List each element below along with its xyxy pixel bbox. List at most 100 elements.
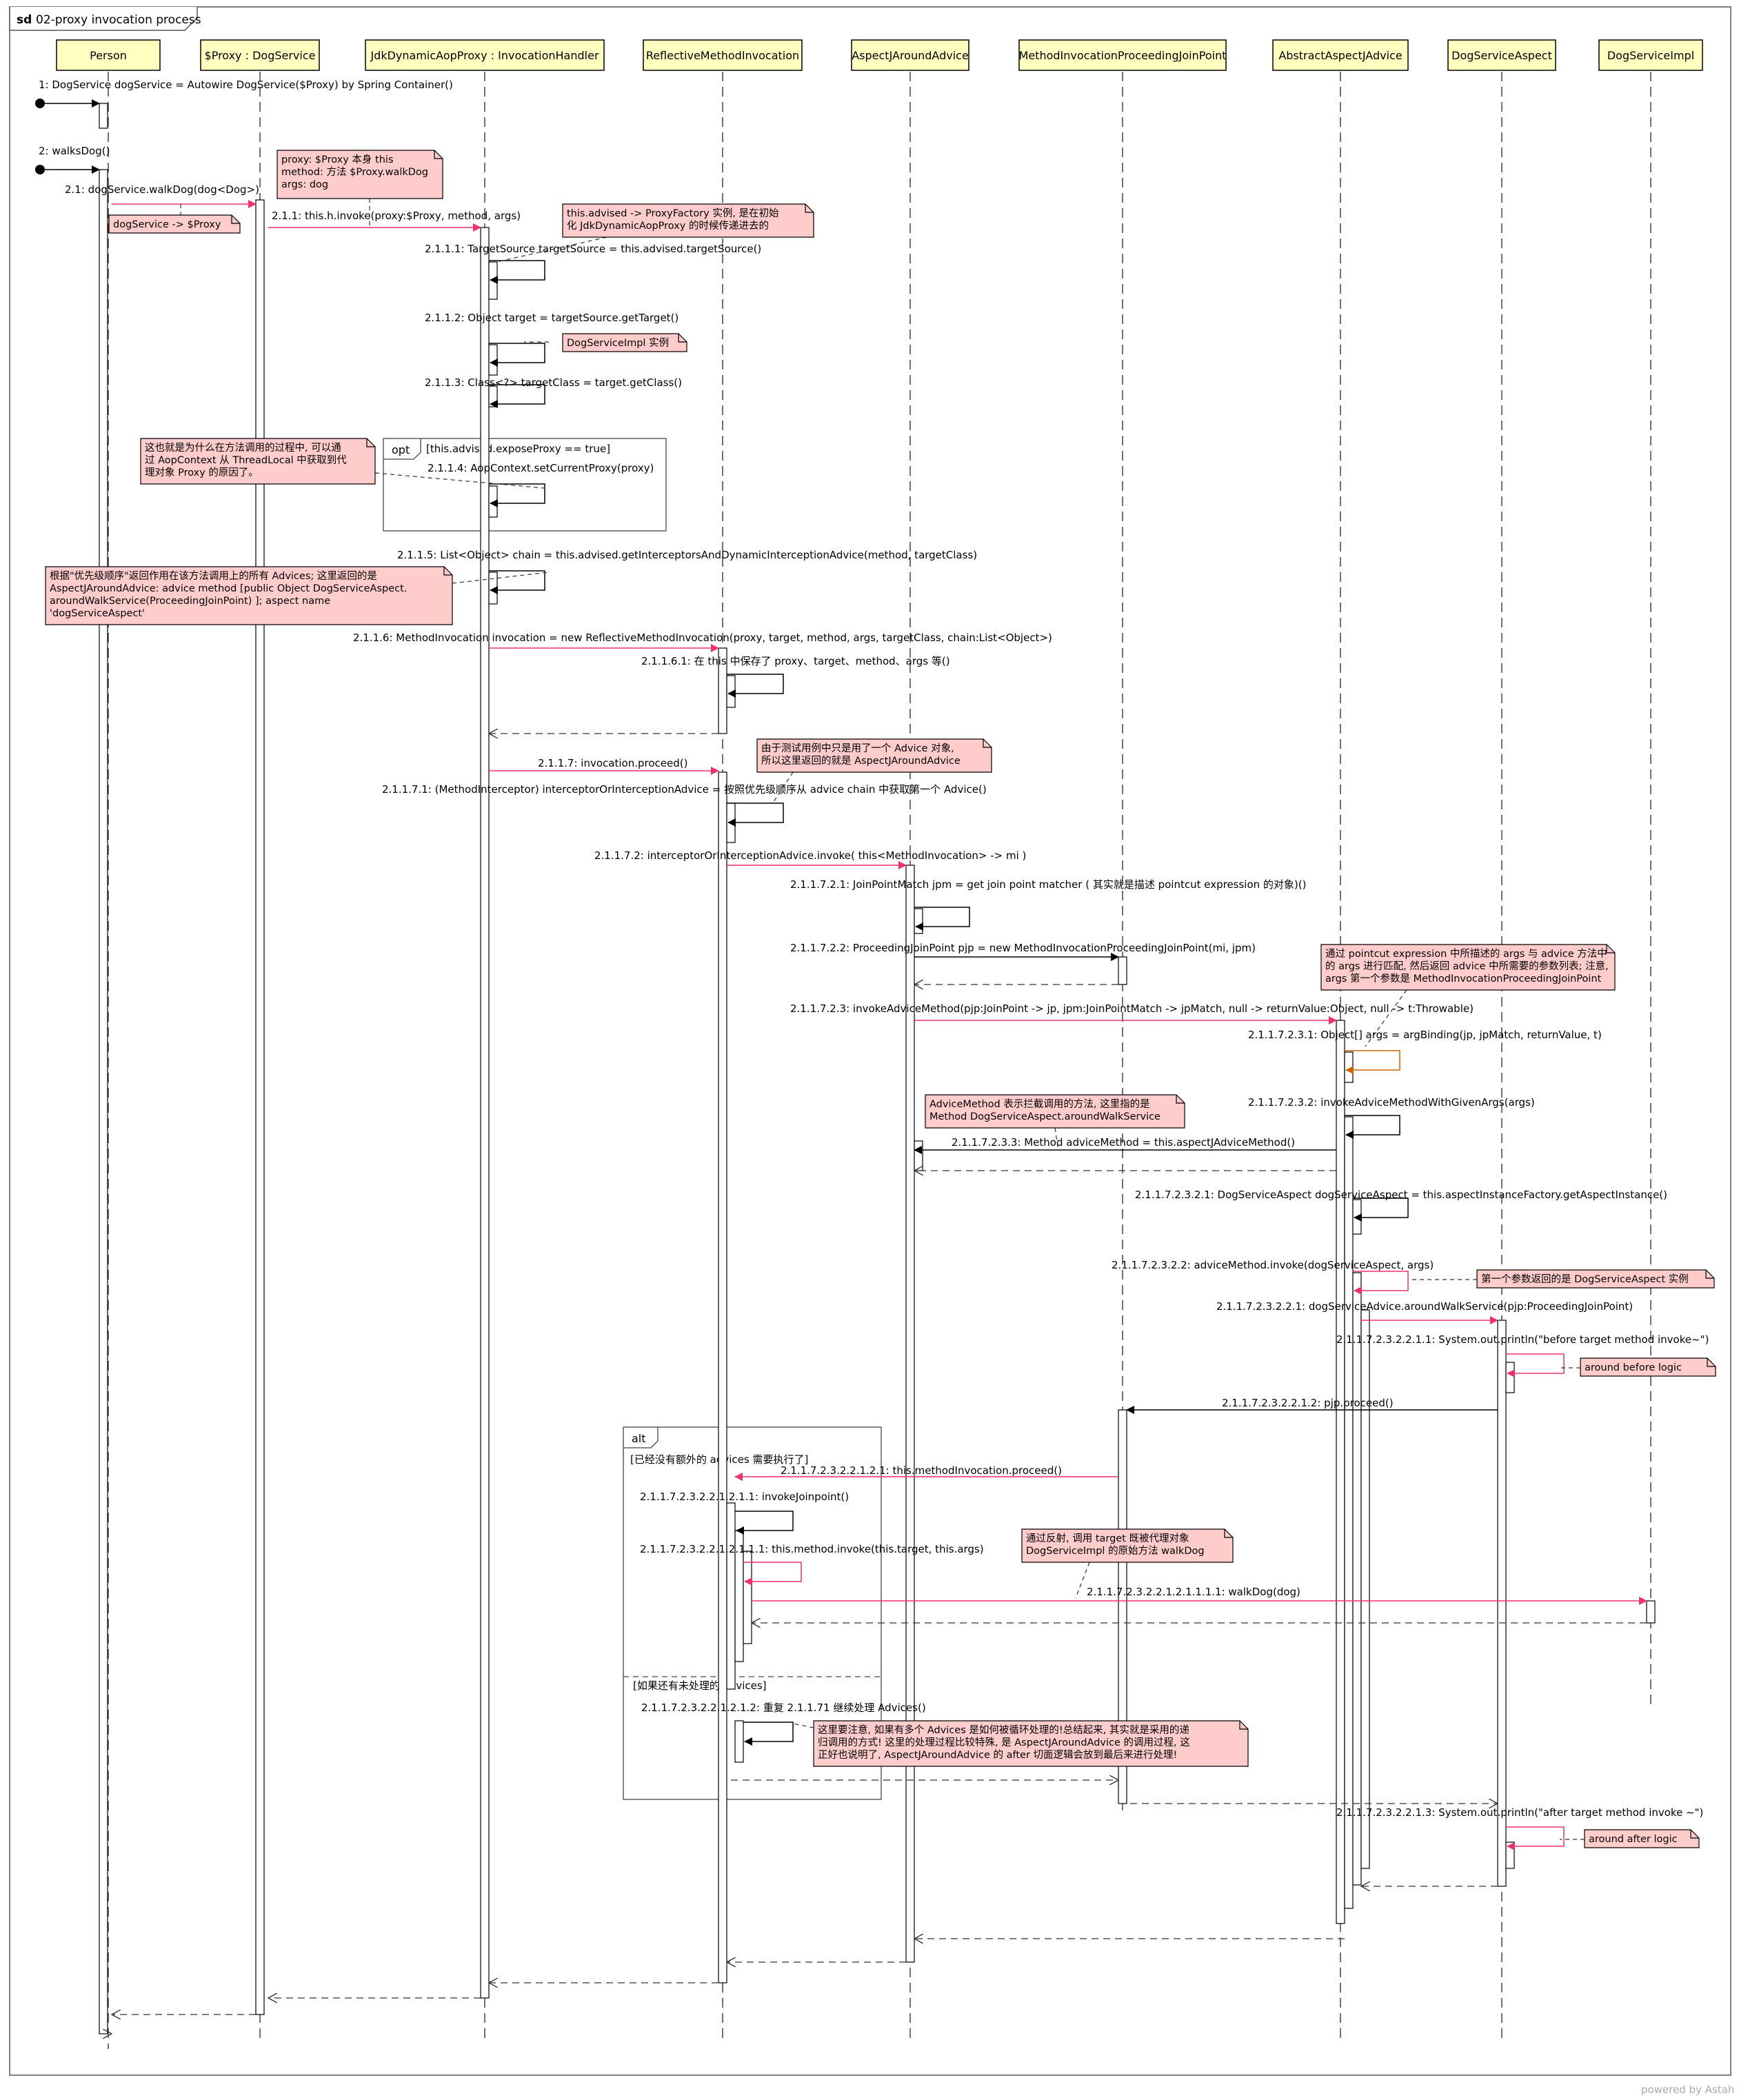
self-message-arrow (489, 570, 545, 594)
lifeline-head-7[interactable] (1272, 39, 1409, 71)
message-label: 2.1.1.7.1: (MethodInterceptor) intercept… (382, 783, 987, 796)
note-text: proxy: $Proxy 本身 this (281, 154, 394, 165)
message-label: 2: walksDog() (39, 145, 110, 157)
note-text: 通过 pointcut expression 中所描述的 args 与 advi… (1325, 948, 1607, 960)
note-text: AspectJAroundAdvice: advice method [publ… (50, 583, 407, 594)
note-fold (231, 215, 240, 224)
message-label: 2.1.1.7.2.3.2.2.1.2.1.1.1: this.method.i… (640, 1543, 984, 1555)
note-body (1476, 1269, 1715, 1289)
activation-bar (1646, 1600, 1656, 1624)
frame-tab (9, 7, 198, 31)
lifeline-label: AspectJAroundAdvice (852, 49, 969, 62)
watermark: powered by Astah (1641, 2083, 1734, 2096)
found-message-dot (35, 99, 45, 108)
self-message-arrow (727, 674, 784, 698)
note-text: aroundWalkService(ProceedingJoinPoint) ]… (50, 596, 330, 607)
note-text: around after logic (1589, 1834, 1678, 1845)
activation-bar (718, 771, 727, 1983)
activation-bar (726, 1502, 736, 1690)
note-body (562, 333, 687, 352)
note-body (1584, 1829, 1700, 1848)
message-label: 2.1.1.7.2.2: ProceedingJoinPoint pjp = n… (790, 942, 1256, 954)
message-label: 2.1.1.7.2.3.2.2.1.2.1: this.methodInvoca… (781, 1464, 1062, 1477)
note-text: 'dogServiceAspect' (50, 608, 145, 619)
lifeline-head-2[interactable] (200, 39, 320, 71)
activation-bar (99, 169, 108, 2035)
note: 通过 pointcut expression 中所描述的 args 与 advi… (1320, 944, 1616, 1047)
note-anchor-line (1365, 989, 1407, 1047)
activation-bar (743, 1551, 752, 1644)
activation-bar (914, 908, 923, 934)
activation-bar (1344, 1116, 1354, 1909)
self-message-arrow (1345, 1050, 1400, 1074)
lifeline-head-5[interactable] (851, 39, 969, 71)
fragment-operator: opt (392, 443, 410, 456)
note-body (1021, 1528, 1234, 1563)
messages: 1: DogService dogService = Autowire DogS… (35, 79, 1709, 2034)
activation-bar (914, 1140, 923, 1171)
message-label: 2.1.1.7.2.3.2.2.1: dogServiceAdvice.arou… (1216, 1300, 1633, 1313)
note-fold (805, 204, 814, 213)
message-label: 2.1.1.7.2.3.2: invokeAdviceMethodWithGiv… (1248, 1096, 1535, 1109)
note-text: Method DogServiceAspect.aroundWalkServic… (929, 1111, 1160, 1122)
lifeline-label: Person (90, 49, 127, 62)
note-anchor-line (452, 572, 550, 584)
message-label: 2.1.1.7.2.3.2.2.1.2.1.2: 重复 2.1.1.71 继续处… (641, 1702, 926, 1714)
note-text: AdviceMethod 表示拦截调用的方法, 这里指的是 (929, 1098, 1150, 1110)
note-body (925, 1094, 1185, 1129)
note-fold (1705, 1270, 1714, 1279)
lifeline-head-6[interactable] (1018, 39, 1227, 71)
note-fold (366, 438, 375, 447)
message-label: 2.1.1.4: AopContext.setCurrentProxy(prox… (428, 462, 654, 474)
note-body (108, 214, 241, 234)
self-message-arrow (489, 343, 545, 367)
activation-bar (734, 1720, 744, 1763)
note: 这里要注意, 如果有多个 Advices 是如何被循环处理的!总结起来, 其实就… (792, 1720, 1249, 1767)
message-label: 1: DogService dogService = Autowire DogS… (39, 79, 453, 91)
fragment-guard: [this.advised.exposeProxy == true] (426, 443, 610, 455)
self-message-arrow (1353, 1198, 1409, 1222)
note-text: 化 JdkDynamicAopProxy 的时候传递进去的 (567, 220, 769, 232)
note-text: 这里要注意, 如果有多个 Advices 是如何被循环处理的!总结起来, 其实就… (818, 1724, 1189, 1736)
note: 根据"优先级顺序"返回作用在该方法调用上的所有 Advices; 这里返回的是A… (45, 566, 550, 625)
note-anchor-line (374, 472, 545, 489)
note-text: 归调用的方式! 这里的处理过程比较特殊, 是 AspectJAroundAdvi… (818, 1736, 1190, 1748)
self-message-arrow (735, 1511, 794, 1535)
lifeline-label: AbstractAspectJAdvice (1278, 49, 1402, 62)
note-text: 所以这里返回的就是 AspectJAroundAdvice (761, 755, 961, 767)
lifeline-head-4[interactable] (643, 39, 803, 71)
activation-bar (255, 199, 265, 2015)
self-message-arrow (1506, 1826, 1565, 1850)
activation-bar (488, 344, 498, 376)
note-anchor-line (772, 771, 794, 805)
lifeline-head-9[interactable] (1598, 39, 1703, 71)
self-message-arrow (1506, 1353, 1565, 1377)
lifeline-head-1[interactable] (56, 39, 161, 71)
lifeline-label: JdkDynamicAopProxy : InvocationHandler (370, 49, 599, 62)
message-label: 2.1.1.7.2.3.2.2.1.2: pjp.proceed() (1222, 1397, 1394, 1409)
lifeline-head-8[interactable] (1447, 39, 1556, 71)
note-text: DogServiceImpl 实例 (567, 337, 669, 349)
note-text: 根据"优先级顺序"返回作用在该方法调用上的所有 Advices; 这里返回的是 (50, 570, 377, 582)
note-anchor-line (1054, 1127, 1058, 1148)
note: 由于测试用例中只是用了一个 Advice 对象,所以这里返回的就是 Aspect… (756, 738, 992, 805)
self-message-arrow (489, 384, 545, 408)
self-message-arrow (743, 1722, 794, 1746)
activation-bar (488, 485, 498, 518)
note: DogServiceImpl 实例 (524, 333, 687, 352)
note: dogService -> $Proxy (108, 204, 241, 234)
note-body (1580, 1357, 1716, 1377)
note-text: 这也就是为什么在方法调用的过程中, 可以通 (145, 442, 341, 454)
fragment-opt (383, 438, 667, 532)
message-label: 2.1.1.3: Class<?> targetClass = target.g… (425, 376, 682, 389)
note-text: 正好也说明了, AspectJAroundAdvice 的 after 切面逻辑… (818, 1749, 1177, 1761)
lifeline-head-3[interactable] (365, 39, 605, 71)
frame-keyword: sd (17, 13, 32, 27)
lifeline-label: DogServiceImpl (1607, 49, 1694, 62)
activation-bar (905, 865, 915, 1963)
self-message-arrow (489, 483, 545, 507)
